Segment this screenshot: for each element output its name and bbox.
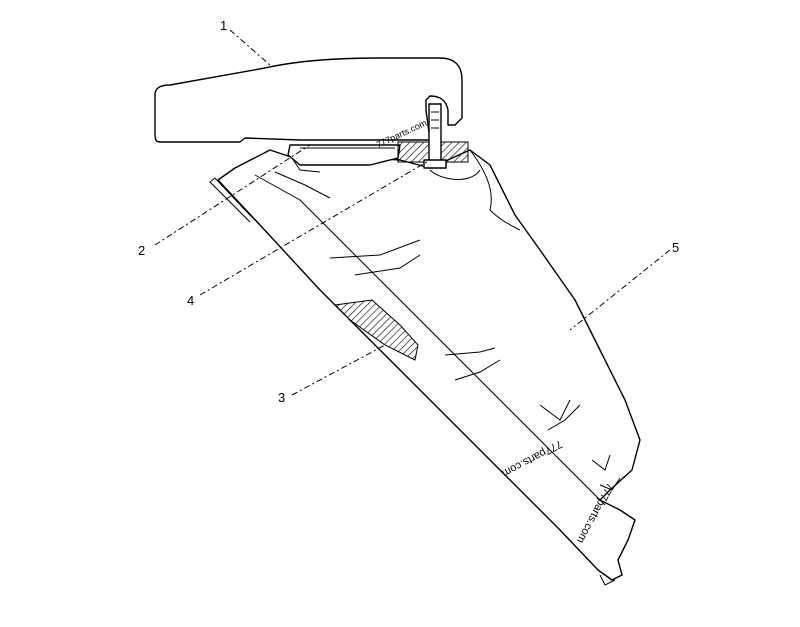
callout-4: 4: [187, 293, 194, 308]
callout-5: 5: [672, 240, 679, 255]
callout-3: 3: [278, 390, 285, 405]
callout-1: 1: [220, 18, 227, 33]
part-4-bolt: [397, 103, 469, 169]
part-5-housing: [209, 149, 641, 586]
callout-2: 2: [138, 243, 145, 258]
part-3-wear-strip: [333, 299, 419, 361]
leader-lines: [154, 29, 671, 396]
part-1-cover: [154, 57, 463, 143]
